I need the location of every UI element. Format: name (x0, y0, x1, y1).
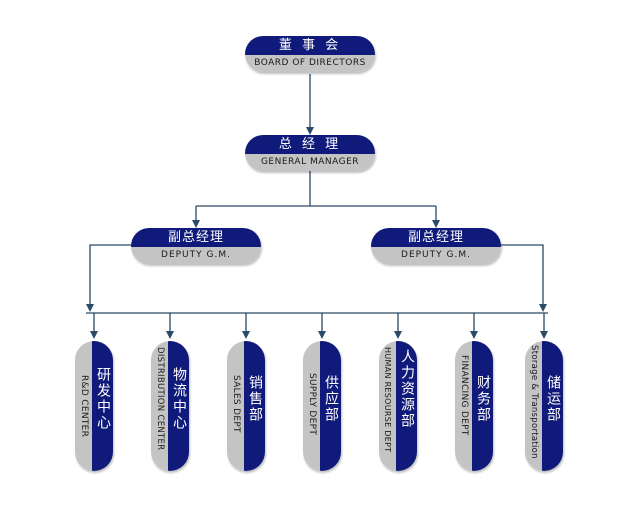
node-general-manager: 总 经 理 GENERAL MANAGER (245, 135, 375, 171)
node-cn-label: 董 事 会 (245, 36, 375, 55)
node-distribution-center: DISTRIBUTION CENTER 物流中心 (151, 341, 189, 471)
node-storage-transportation: Storage & Transportation 储运部 (525, 341, 563, 471)
node-en-label: DISTRIBUTION CENTER (155, 347, 165, 451)
node-en-label: R&D CENTER (79, 375, 89, 438)
node-en-panel (525, 341, 542, 471)
node-board-of-directors: 董 事 会 BOARD OF DIRECTORS (245, 36, 375, 72)
edge-dgm-left-bus (86, 244, 131, 312)
node-cn-label: 储运部 (545, 375, 561, 423)
node-en-label: HUMAN RESOURSE DEPT (383, 347, 392, 453)
node-deputy-gm-right: 副总经理 DEPUTY G.M. (371, 228, 501, 264)
node-cn-label: 研发中心 (95, 367, 111, 431)
node-en-label: DEPUTY G.M. (131, 247, 261, 264)
node-deputy-gm-left: 副总经理 DEPUTY G.M. (131, 228, 261, 264)
node-cn-label: 物流中心 (171, 367, 187, 431)
node-cn-label: 总 经 理 (245, 135, 375, 154)
node-en-panel (227, 341, 244, 471)
node-supply-dept: SUPPLY DEPT 供应部 (303, 341, 341, 471)
node-cn-panel (92, 341, 113, 471)
node-sales-dept: SALES DEPT 销售部 (227, 341, 265, 471)
node-rd-center: R&D CENTER 研发中心 (75, 341, 113, 471)
node-en-panel (151, 341, 168, 471)
node-cn-label: 销售部 (247, 375, 263, 423)
node-cn-label: 财务部 (475, 375, 491, 423)
node-cn-panel (320, 341, 341, 471)
node-en-label: BOARD OF DIRECTORS (245, 55, 375, 72)
node-en-label: FINANCING DEPT (459, 355, 469, 436)
node-cn-panel (542, 341, 563, 471)
node-en-label: SUPPLY DEPT (307, 373, 317, 436)
node-en-panel (303, 341, 320, 471)
node-cn-label: 副总经理 (371, 228, 501, 247)
node-cn-panel (396, 341, 417, 471)
node-en-panel (455, 341, 472, 471)
node-en-panel (75, 341, 92, 471)
node-cn-panel (244, 341, 265, 471)
node-financing-dept: FINANCING DEPT 财务部 (455, 341, 493, 471)
node-en-panel (379, 341, 396, 471)
node-cn-label: 人力资源部 (399, 349, 415, 429)
node-cn-panel (472, 341, 493, 471)
node-cn-label: 供应部 (323, 375, 339, 423)
node-en-label: Storage & Transportation (529, 345, 539, 459)
node-en-label: DEPUTY G.M. (371, 247, 501, 264)
node-en-label: SALES DEPT (231, 375, 241, 433)
node-cn-label: 副总经理 (131, 228, 261, 247)
node-cn-panel (168, 341, 189, 471)
node-en-label: GENERAL MANAGER (245, 154, 375, 171)
edge-dgm-right-bus (501, 244, 547, 312)
node-hr-dept: HUMAN RESOURSE DEPT 人力资源部 (379, 341, 417, 471)
